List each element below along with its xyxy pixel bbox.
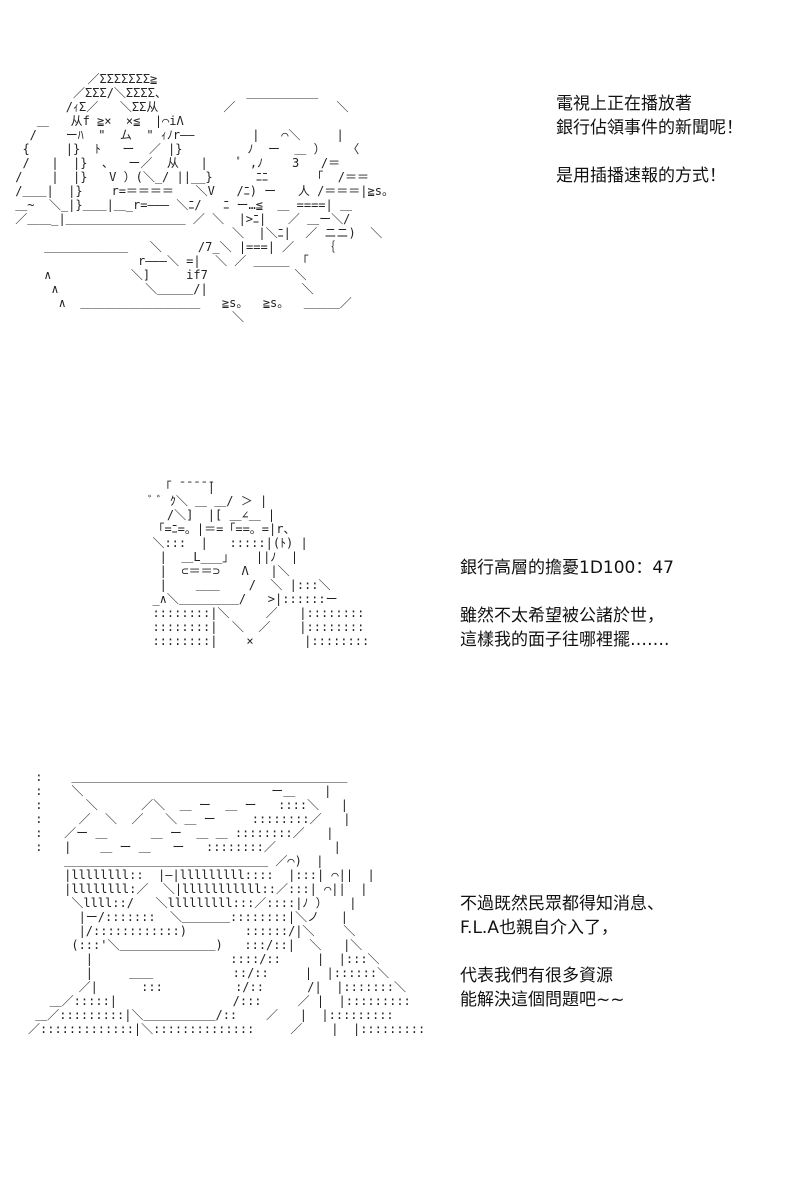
ascii-art-executive: 「 ̄ ̄ ̄ ̄ ̄| ﾞ ﾞ ｸ＼ ＿ ＿/ ＞ | /＼] |[ ＿∠＿ … [145,480,370,648]
caption-line: 能解決這個問題吧~~ [460,990,625,1010]
caption-line: 銀行佔領事件的新聞呢！ [556,118,743,138]
panel-sunglasses-man: : ＿＿＿＿＿＿＿＿＿＿＿＿＿＿＿＿＿＿＿＿＿＿＿ : ＼ ー＿ | : ＼ ／… [0,760,800,1180]
caption-resources: 不過既然民眾都得知消息、 F.L.A也親自介入了， 代表我們有很多資源 能解決這… [460,892,664,1012]
panel-bank-executive: 「 ̄ ̄ ̄ ̄ ̄| ﾞ ﾞ ｸ＼ ＿ ＿/ ＞ | /＼] |[ ＿∠＿ … [0,470,800,720]
caption-line: 這樣我的面子往哪裡擺……. [460,630,670,650]
caption-line: 雖然不太希望被公諸於世， [460,606,664,626]
ascii-art-sunglasses-man: : ＿＿＿＿＿＿＿＿＿＿＿＿＿＿＿＿＿＿＿＿＿＿＿ : ＼ ー＿ | : ＼ ／… [28,770,426,1036]
caption-line: 銀行高層的擔憂1D100：47 [460,558,674,578]
caption-line: 不過既然民眾都得知消息、 [460,894,664,914]
caption-executive: 銀行高層的擔憂1D100：47 雖然不太希望被公諸於世， 這樣我的面子往哪裡擺…… [460,556,674,652]
caption-line: 代表我們有很多資源 [460,966,613,986]
caption-line: 是用插播速報的方式！ [556,166,726,186]
ascii-art-tv-scene: ／ΣΣΣΣΣΣΣ≧ ／ΣΣΣ/＼ΣΣΣΣ、 ＿＿＿＿＿＿ /ｨΣ／ ＼ΣΣ从 ／… [15,72,394,324]
panel-news-broadcast: ／ΣΣΣΣΣΣΣ≧ ／ΣΣΣ/＼ΣΣΣΣ、 ＿＿＿＿＿＿ /ｨΣ／ ＼ΣΣ从 ／… [0,0,800,440]
caption-line: 電視上正在播放著 [556,94,692,114]
caption-line: F.L.A也親自介入了， [460,918,618,938]
caption-news: 電視上正在播放著 銀行佔領事件的新聞呢！ 是用插播速報的方式！ [556,92,743,188]
